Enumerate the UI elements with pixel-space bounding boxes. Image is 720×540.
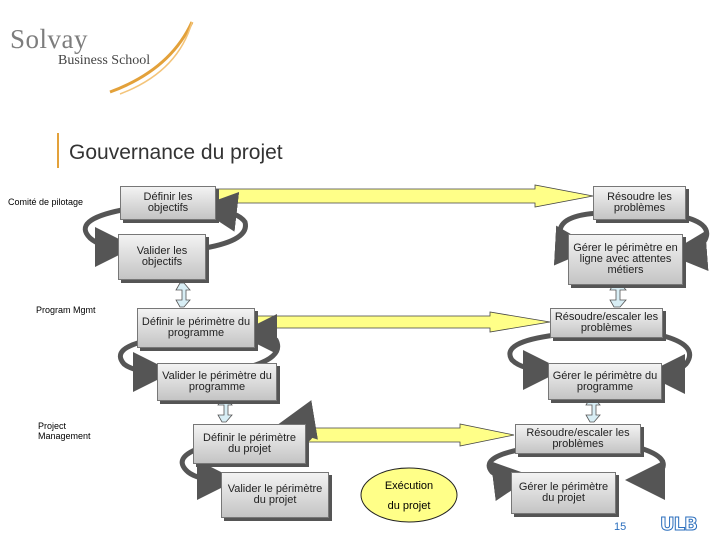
ulb-logo: ULB [660,514,699,536]
execution-line1: Exécution [384,479,434,492]
curve-right-program [237,314,280,371]
label-program: Program Mgmt [36,305,96,315]
vertical-arrows [175,282,627,423]
page-title: Gouvernance du projet [69,141,283,164]
curve-left-comite [82,207,135,267]
cycle-arrows [82,192,709,501]
execution-oval [360,467,458,523]
box-resoudre-escaler-programme: Résoudre/escaler les problèmes [550,308,663,338]
box-gerer-perimetre-metiers: Gérer le périmètre en ligne avec attente… [568,234,683,285]
box-resoudre-escaler-projet: Résoudre/escaler les problèmes [515,424,641,454]
logo-name: Solvay [10,24,89,54]
label-comite: Comité de pilotage [8,197,84,207]
up-down-arrow-left-2 [217,397,233,423]
logo-swoosh-icon [109,21,194,95]
box-valider-objectifs: Valider les objectifs [118,234,206,280]
box-resoudre-problemes: Résoudre les problèmes [593,186,686,220]
box-gerer-perimetre-projet: Gérer le périmètre du projet [511,472,616,514]
curve-right-program-right [645,332,693,394]
curve-left-program [117,337,173,392]
title-accent-bar [57,133,59,168]
box-valider-perimetre-projet: Valider le périmètre du projet [221,472,329,518]
box-valider-perimetre-programme: Valider le périmètre du programme [157,363,277,401]
curve-left-project [179,445,237,500]
label-project: Project Management [38,421,91,441]
page-number: 15 [614,521,627,533]
solvay-logo: Solvay Business School [0,0,200,100]
curve-left-project-right [486,447,533,501]
logo-school: Business School [58,53,151,68]
box-definir-perimetre-projet: Définir le périmètre du projet [193,424,306,464]
execution-line2: du projet [387,499,431,512]
curve-right-resoudre [667,212,709,272]
arrow-project [280,423,515,447]
arrow-program [254,311,551,333]
box-definir-objectifs: Définir les objectifs [120,186,216,220]
curve-left-program-right [507,332,563,390]
up-down-arrow-right [609,282,627,308]
box-gerer-perimetre-programme: Gérer le périmètre du programme [548,363,662,400]
up-down-arrow-left [175,282,191,308]
curve-right-project-right [625,445,666,500]
box-definir-perimetre-programme: Définir le périmètre du programme [137,308,255,348]
arrow-comite [214,184,594,208]
up-down-arrow-right-2 [585,397,601,423]
execution-label: Exécution du projet [360,468,458,523]
curve-right-left-comite [197,192,248,251]
